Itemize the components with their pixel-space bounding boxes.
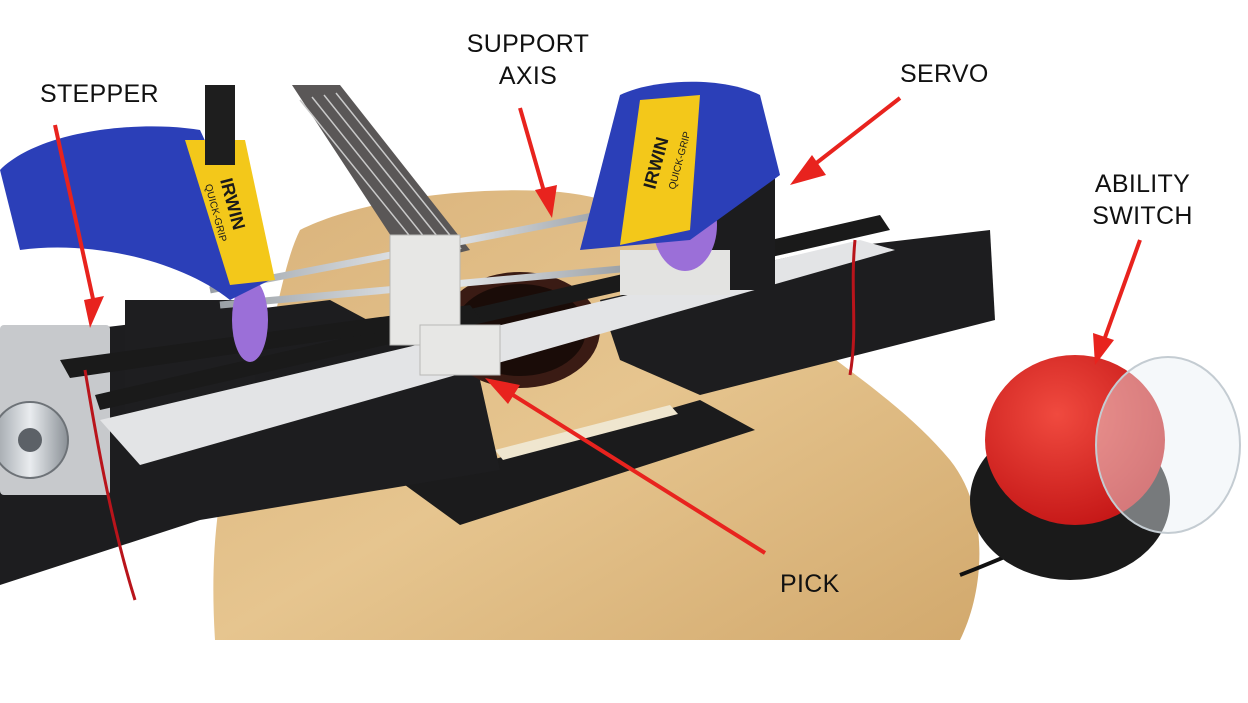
pick-arrow xyxy=(485,378,767,555)
support-axis-label-line1: SUPPORT xyxy=(466,30,590,58)
support-axis-label: SUPPORT AXIS xyxy=(458,28,598,92)
ability-switch-label: ABILITY SWITCH xyxy=(1080,168,1205,232)
ability-switch-label-line1: ABILITY xyxy=(1094,170,1191,198)
stepper-label: STEPPER xyxy=(40,80,159,108)
pick-label: PICK xyxy=(780,570,840,598)
servo-arrow xyxy=(790,96,902,185)
annotation-arrows xyxy=(53,96,1142,555)
stepper-arrow xyxy=(53,124,104,328)
ability-switch-arrow xyxy=(1093,239,1142,365)
ability-switch xyxy=(970,355,1241,580)
support-axis-arrow xyxy=(518,107,557,218)
ability-switch-label-line2: SWITCH xyxy=(1092,202,1193,230)
support-axis-label-line2: AXIS xyxy=(498,62,558,90)
guitar-neck xyxy=(292,85,470,265)
guitar-bridge xyxy=(405,400,755,525)
pick-carriage xyxy=(389,234,501,376)
left-clamp: IRWIN QUICK-GRIP xyxy=(0,85,275,300)
servo-label: SERVO xyxy=(900,60,989,88)
right-clamp: IRWIN QUICK-GRIP xyxy=(580,81,780,250)
